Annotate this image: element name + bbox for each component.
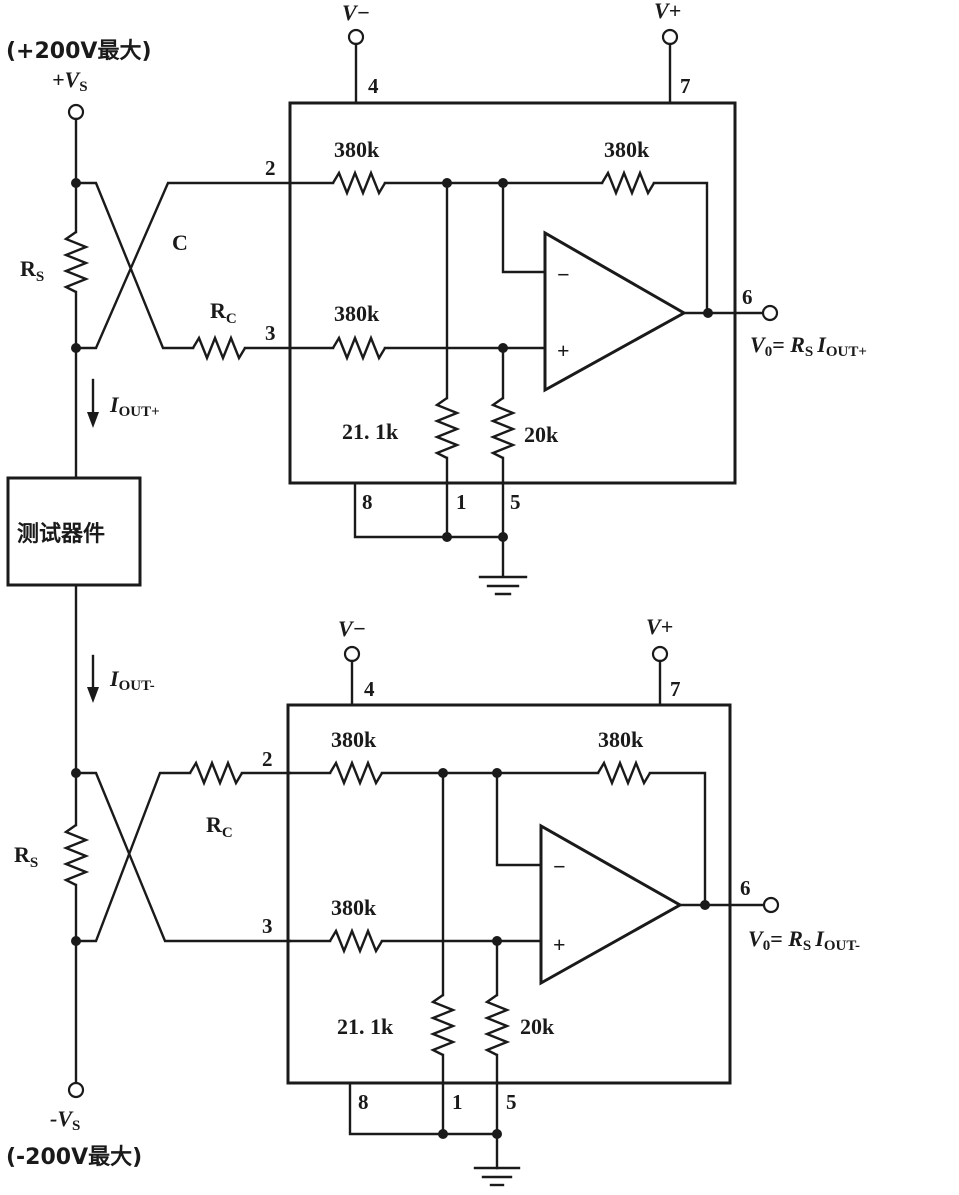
amp-bottom-r-fb [596, 759, 652, 787]
rc-top-resistor [191, 334, 247, 362]
amp-top-pin5: 5 [510, 490, 521, 514]
amp-bottom-pin8: 8 [358, 1090, 369, 1114]
current-top-label: IOUT+ [109, 392, 160, 420]
rc-bottom-resistor [188, 759, 244, 787]
amp-top-r-fb-label: 380k [604, 137, 650, 162]
amp-top-r-20k [489, 397, 517, 460]
cross-label: C [172, 230, 188, 255]
amp-top-vplus: V+ [654, 0, 681, 23]
amp-top-vminus-terminal [347, 28, 365, 46]
amp-top-pin1: 1 [456, 490, 467, 514]
left-sense-network [6, 103, 292, 1099]
amp-bottom-plus: + [553, 932, 566, 957]
amp-top-pin2: 2 [265, 156, 276, 180]
amp-bottom-r-21-label: 21. 1k [337, 1014, 394, 1039]
amp-bottom-package [286, 703, 732, 1085]
amp-top-pin3: 3 [265, 321, 276, 345]
amp-top-output-terminal [761, 304, 779, 322]
amp-bottom-r-in-bot-label: 380k [331, 895, 377, 920]
supply-bottom-terminal [67, 1081, 85, 1099]
rc-bottom-label: RC [206, 812, 233, 841]
amp-bottom-r-20k [483, 994, 511, 1057]
amp-top-vplus-terminal [661, 28, 679, 46]
amp-bottom-vminus: V− [338, 616, 366, 641]
supply-top-label: +VS [52, 67, 88, 95]
amp-bottom-pin4: 4 [364, 677, 375, 701]
amp-bottom-vminus-terminal [343, 645, 361, 663]
amp-top-r-21k [433, 397, 461, 460]
amp-bottom-pin3: 3 [262, 914, 273, 938]
amp-top-r-fb [600, 169, 656, 197]
current-bottom-label: IOUT- [109, 666, 155, 694]
amp-bottom-output-terminal [762, 896, 780, 914]
amp-top-minus: − [557, 262, 570, 287]
dut-box [6, 476, 142, 587]
amp-top-plus: + [557, 338, 570, 363]
dut-label: 测试器件 [17, 522, 105, 547]
amp-top-pin8: 8 [362, 490, 373, 514]
amp-bottom [286, 645, 780, 1187]
amp-top-r-in-top [331, 169, 387, 197]
amp-bottom-opamp [539, 823, 684, 986]
rs-top-resistor [62, 231, 90, 294]
amp-bottom-pin6: 6 [740, 876, 751, 900]
amp-bottom-r-in-bot [328, 927, 384, 955]
rs-bottom-label: RS [14, 842, 38, 871]
amp-top-r-in-bot-label: 380k [334, 301, 380, 326]
amp-bottom-pin1: 1 [452, 1090, 463, 1114]
amp-top-package [288, 101, 737, 485]
amp-bottom-r-21k [429, 994, 457, 1057]
amp-top-pin7: 7 [680, 74, 691, 98]
supply-bottom-range: (-200V最大) [6, 1145, 142, 1170]
amp-top-r-21-label: 21. 1k [342, 419, 399, 444]
amp-bottom-r-20-label: 20k [520, 1014, 555, 1039]
amp-top-pin6: 6 [742, 285, 753, 309]
amp-bottom-r-in-top [328, 759, 384, 787]
amp-top [288, 28, 779, 596]
rs-top-label: RS [20, 256, 44, 285]
amp-bottom-minus: − [553, 854, 566, 879]
amp-bottom-r-in-top-label: 380k [331, 727, 377, 752]
amp-top-r-in-top-label: 380k [334, 137, 380, 162]
amp-bottom-r-fb-label: 380k [598, 727, 644, 752]
amp-top-vminus: V− [342, 0, 370, 25]
supply-bottom-label: -VS [50, 1106, 80, 1134]
amp-bottom-pin5: 5 [506, 1090, 517, 1114]
rs-bottom-resistor [62, 824, 90, 887]
amp-bottom-vplus: V+ [646, 614, 673, 639]
amp-top-r-in-bot [331, 334, 387, 362]
amp-top-r-20-label: 20k [524, 422, 559, 447]
supply-top-terminal [67, 103, 85, 121]
supply-top-range: (+200V最大) [6, 39, 152, 64]
amp-bottom-vplus-terminal [651, 645, 669, 663]
amp-bottom-pin2: 2 [262, 747, 273, 771]
amp-top-opamp [543, 230, 688, 393]
amp-bottom-pin7: 7 [670, 677, 681, 701]
amp-top-pin4: 4 [368, 74, 379, 98]
rc-top-label: RC [210, 298, 237, 327]
